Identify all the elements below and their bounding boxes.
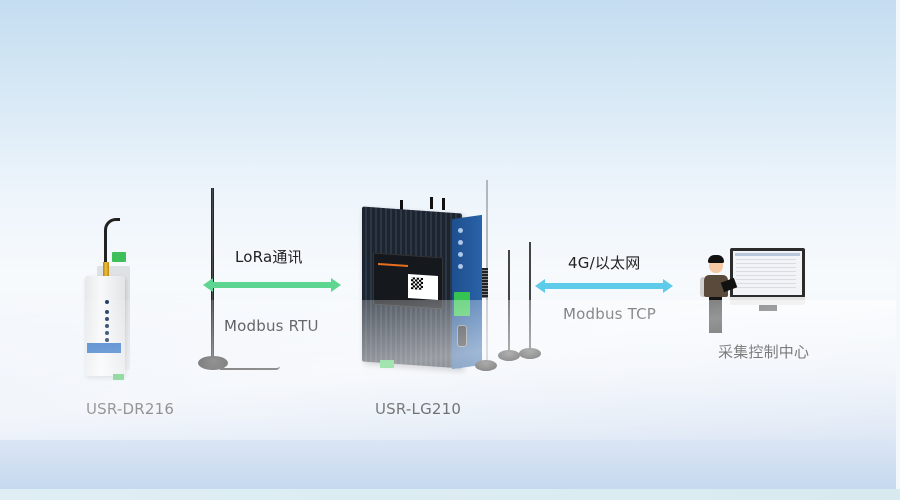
monitor-icon	[730, 248, 805, 298]
dr216-power-terminal	[113, 374, 124, 380]
dr216-brand-label	[87, 343, 121, 353]
lg210-terminal-block	[454, 292, 470, 316]
usr-lg210-gateway	[340, 180, 570, 390]
usr-dr216-device	[60, 180, 280, 390]
bottom-border-strip	[0, 489, 900, 500]
monitor-chin	[730, 297, 805, 305]
lg210-top-connector	[442, 198, 445, 210]
link2-bus-label: Modbus TCP	[563, 305, 657, 323]
antenna-base-icon	[475, 360, 497, 371]
dr216-sma-connector	[103, 262, 109, 278]
link1-bus-label: Modbus RTU	[224, 317, 319, 335]
lg210-status-led	[458, 264, 463, 269]
control-center-illustration	[700, 240, 810, 335]
dr216-rx-led	[105, 331, 109, 335]
magnetic-antenna-icon	[211, 188, 214, 358]
lg210-status-led	[458, 252, 463, 257]
qr-code-icon	[408, 273, 438, 301]
person-arm	[700, 277, 706, 297]
dr216-link-led	[105, 324, 109, 328]
dr216-reload-button	[105, 300, 109, 304]
lg210-top-connector	[430, 197, 433, 209]
control-center-label: 采集控制中心	[718, 343, 810, 361]
lg210-label: USR-LG210	[375, 400, 462, 418]
link2-protocol-label: 4G/以太网	[568, 254, 641, 272]
dr216-tx-led	[105, 338, 109, 342]
bidirectional-arrow-icon	[535, 279, 673, 293]
diagram-canvas: LoRa通讯 Modbus RTU 4G/以太网 Modbus TCP USR-…	[0, 0, 896, 489]
antenna-base-icon	[519, 348, 541, 359]
dr216-power-led	[105, 310, 109, 314]
dr216-label: USR-DR216	[86, 400, 175, 418]
person-icon	[704, 275, 728, 297]
bidirectional-arrow-icon	[203, 278, 341, 292]
antenna-base-icon	[498, 350, 520, 361]
link1-protocol-label: LoRa通讯	[235, 248, 303, 266]
lg210-spring-antenna	[482, 268, 488, 298]
dr216-terminal-block	[112, 252, 126, 262]
right-border-strip	[896, 0, 900, 489]
monitor-stand	[759, 305, 777, 311]
lg210-db9-port	[457, 325, 467, 347]
lg210-status-led	[458, 228, 463, 233]
lg210-power-terminal	[380, 360, 394, 368]
dr216-antenna-cable	[104, 218, 120, 264]
lg210-status-led	[458, 240, 463, 245]
person-hair	[708, 255, 724, 263]
lg210-antenna-rod	[508, 250, 510, 355]
lg210-antenna-rod	[529, 242, 531, 354]
monitor-screen	[733, 251, 802, 295]
antenna-cable	[220, 366, 280, 370]
lg210-top-connector	[400, 200, 403, 212]
dr216-work-led	[105, 317, 109, 321]
person-legs	[709, 297, 722, 333]
